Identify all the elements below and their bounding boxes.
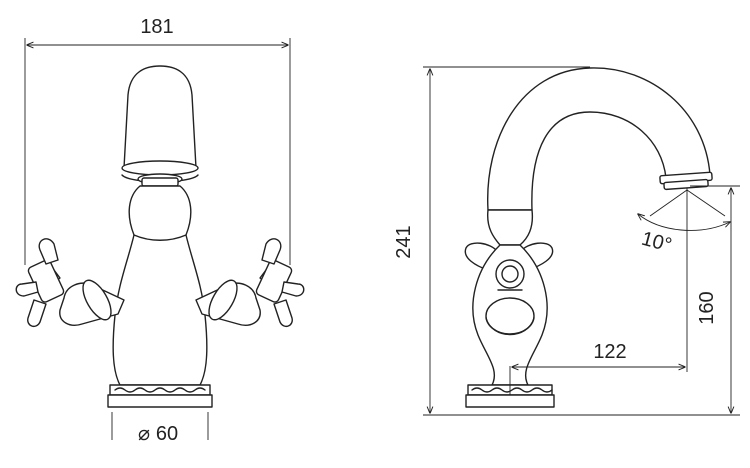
height-label: 241	[393, 225, 415, 258]
dimension-height-241: 241	[393, 66, 740, 416]
dimension-reach-122: 122	[512, 341, 685, 367]
right-handle	[195, 238, 305, 328]
front-base	[107, 384, 213, 408]
dimension-base-diameter: ⌀ 60	[111, 412, 209, 445]
front-body	[112, 185, 208, 386]
width-label: 181	[140, 16, 173, 38]
diameter-label: 60	[156, 423, 178, 445]
dimension-angle-10: 10°	[638, 189, 730, 257]
side-spout	[487, 67, 711, 211]
spout-height-label: 160	[696, 291, 718, 324]
angle-label: 10°	[639, 228, 674, 257]
left-handle	[15, 238, 125, 328]
dimension-width-181: 181	[24, 16, 291, 265]
front-spout	[123, 65, 197, 169]
side-view: 241 160	[393, 66, 740, 416]
front-view: 181	[15, 16, 305, 445]
dimension-spout-height-160: 160	[690, 185, 740, 413]
diameter-symbol: ⌀	[138, 423, 150, 445]
reach-label: 122	[593, 341, 626, 363]
